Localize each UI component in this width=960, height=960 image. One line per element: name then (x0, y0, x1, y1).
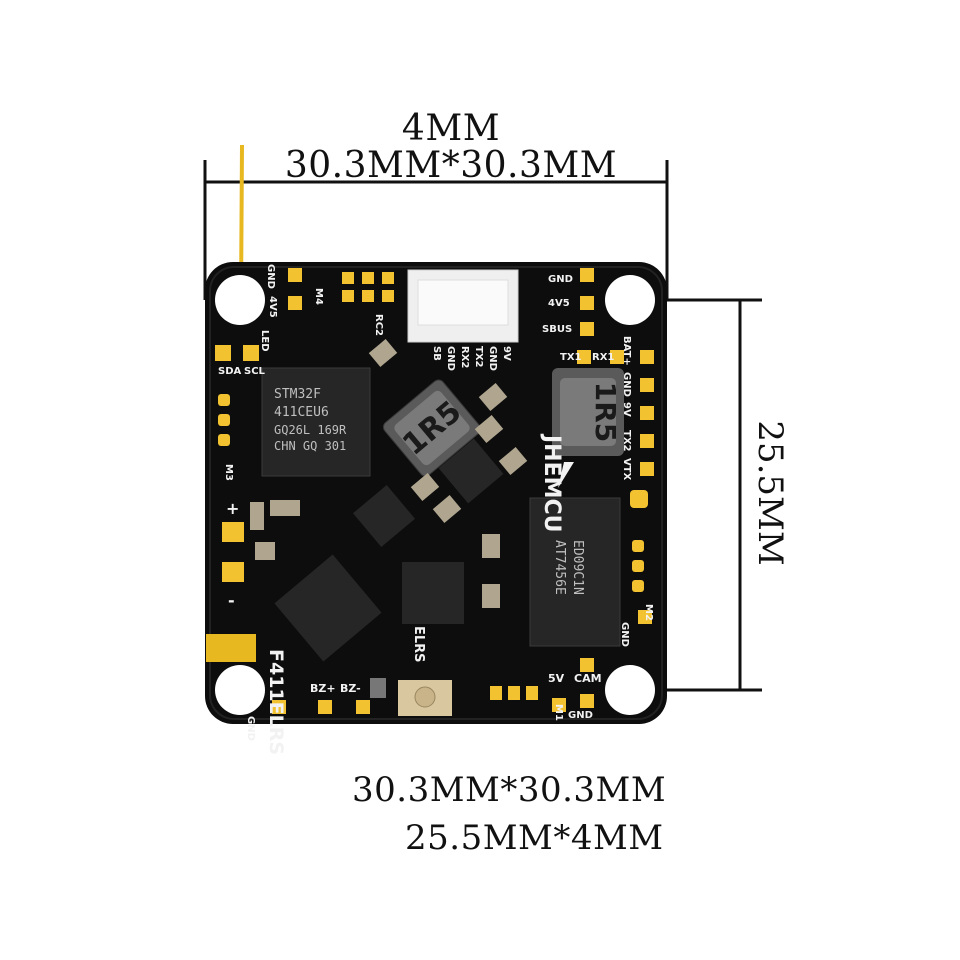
pad-label-5v: 5V (548, 672, 565, 685)
pad-label-minus: - (228, 591, 235, 610)
ufl-connector (398, 680, 452, 716)
pad-label-sbus: SBUS (542, 324, 572, 335)
caption-board-size: 30.3MM*30.3MM (352, 770, 667, 810)
model-label: F411ELRS (265, 649, 287, 755)
inductor-2: 1R5 (552, 368, 624, 456)
pad-label-tx1: TX1 (560, 352, 582, 363)
pad-label-tr-4v5: 4V5 (548, 298, 570, 309)
solder-pads (215, 268, 654, 714)
mcu-marking-1: STM32F (274, 387, 321, 402)
inductor-1: 1R5 (382, 379, 482, 477)
small-chip-3 (438, 438, 504, 504)
pad-label-bz-minus: BZ- (340, 682, 361, 695)
mounting-holes (215, 275, 655, 715)
mcu-marking-3: GQ26L 169R (274, 423, 347, 437)
elrs-chip (274, 554, 382, 662)
elrs-label: ELRS (411, 626, 426, 663)
pad-label-r-gnd2: GND (619, 622, 630, 647)
caption-mount-thickness: 25.5MM*4MM (405, 818, 664, 858)
dimension-width-label: 30.3MM*30.3MM (284, 145, 618, 186)
mcu-chip: STM32F 411CEU6 GQ26L 169R CHN GQ 301 (261, 367, 371, 477)
osd-marking-2: ED09C1N (570, 540, 585, 595)
pad-label-rx1: RX1 (592, 352, 614, 363)
pad-label-m2: M2 (643, 604, 654, 621)
pad-label-b-gnd: GND (568, 710, 593, 721)
pad-label-bz-plus: BZ+ (310, 682, 336, 695)
pad-label-r-9v: 9V (621, 402, 632, 417)
pad-label-9v: 9V (501, 346, 512, 361)
width-dimension-line (203, 160, 669, 300)
osd-marking-1: AT7456E (552, 540, 567, 595)
pad-label-r-gnd: GND (621, 372, 632, 397)
jst-connector (407, 269, 519, 343)
pad-label-sb: SB (431, 346, 442, 361)
pad-label-rx2: RX2 (459, 346, 470, 368)
pad-label-tl-gnd: GND (265, 264, 276, 289)
dimension-thickness-label: 4MM (401, 108, 501, 149)
mount-hole-tr (605, 275, 655, 325)
pad-label-scl: SCL (244, 366, 266, 377)
pad-label-r-tx2: TX2 (621, 430, 632, 452)
pad-label-bl-gnd: GND (245, 716, 256, 741)
pad-label-tx2: TX2 (473, 346, 484, 368)
mcu-marking-4: CHN GQ 301 (274, 439, 346, 453)
pad-label-hdr-gnd2: GND (487, 346, 498, 371)
mcu-marking-2: 411CEU6 (274, 405, 329, 420)
small-chip-2 (353, 485, 415, 547)
pad-label-sda: SDA (218, 366, 242, 377)
pad-label-cam: CAM (574, 672, 602, 685)
pad-label-tr-gnd: GND (548, 274, 573, 285)
pad-label-tl-4v5: 4V5 (267, 296, 278, 318)
pad-label-plus: + (226, 499, 239, 518)
orientation-arrow (558, 462, 574, 488)
mount-hole-bl (215, 665, 265, 715)
capacitors (250, 339, 528, 608)
pad-label-rc2: RC2 (373, 314, 384, 336)
pad-label-m4: M4 (313, 288, 324, 305)
ceramic-antenna (206, 634, 256, 662)
pad-label-hdr-gnd: GND (445, 346, 456, 371)
pad-label-m3: M3 (223, 464, 234, 481)
boot-button (370, 678, 386, 698)
pad-label-vtx: VTX (621, 458, 632, 481)
mount-hole-tl (215, 275, 265, 325)
pad-label-m1: M1 (553, 704, 564, 721)
mount-hole-br (605, 665, 655, 715)
small-chip-1 (402, 562, 464, 624)
pad-label-led: LED (259, 330, 270, 352)
pad-label-bat: BAT+ (621, 336, 632, 366)
osd-chip: AT7456E ED09C1N (529, 497, 621, 647)
inductor-2-marking: 1R5 (589, 382, 622, 443)
